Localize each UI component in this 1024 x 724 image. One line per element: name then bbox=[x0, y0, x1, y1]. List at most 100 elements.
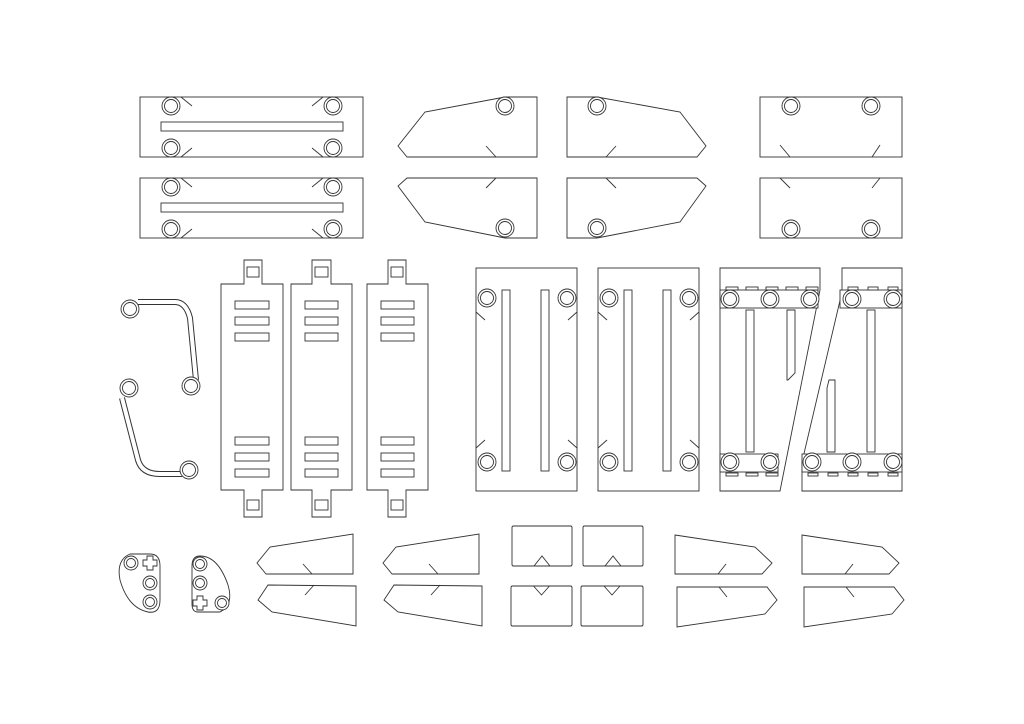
hole-inner bbox=[886, 292, 900, 306]
notched-panel-1 bbox=[511, 525, 573, 567]
hole-inner bbox=[805, 455, 819, 469]
vent-slot bbox=[234, 452, 270, 462]
wing-piece-3-top bbox=[674, 534, 773, 575]
slotted-bar-2 bbox=[139, 177, 364, 239]
vent-slot bbox=[304, 316, 339, 326]
part-outline bbox=[759, 96, 903, 158]
hole-inner bbox=[723, 292, 737, 306]
hole-inner bbox=[326, 141, 340, 155]
part-outline bbox=[801, 534, 900, 575]
notch-line bbox=[475, 311, 486, 321]
vent-slot bbox=[234, 436, 270, 446]
dash-slot bbox=[867, 472, 879, 477]
wing-piece-1-top bbox=[256, 533, 354, 575]
part-outline bbox=[382, 533, 480, 575]
vent-slot bbox=[234, 316, 270, 326]
notch-line bbox=[845, 586, 855, 598]
hole-inner bbox=[498, 99, 512, 113]
angled-piece-1 bbox=[397, 96, 538, 158]
part-outline bbox=[366, 259, 429, 518]
part-outline bbox=[220, 259, 284, 518]
hole-inner bbox=[602, 455, 616, 469]
vent-slot bbox=[380, 316, 415, 326]
vent-slot bbox=[234, 468, 270, 478]
hole-inner bbox=[480, 291, 494, 305]
slot bbox=[623, 289, 633, 472]
slot bbox=[501, 289, 511, 472]
vent-slot bbox=[304, 436, 339, 446]
notch-line bbox=[485, 177, 497, 189]
notch-line bbox=[567, 439, 578, 449]
hole-inner bbox=[480, 455, 494, 469]
notch-line bbox=[718, 586, 728, 598]
hole-inner bbox=[195, 578, 205, 588]
hole-inner bbox=[590, 221, 604, 235]
notch-line bbox=[597, 311, 608, 321]
notch-line bbox=[430, 584, 441, 596]
notch-line bbox=[311, 96, 324, 107]
vent-slot bbox=[234, 300, 270, 310]
tab-slot bbox=[246, 266, 260, 278]
notch-line bbox=[180, 228, 193, 239]
dash-slot bbox=[847, 286, 859, 291]
hole-inner bbox=[145, 597, 155, 607]
notch-line bbox=[475, 439, 486, 449]
hole-inner bbox=[217, 598, 227, 608]
bent-link-2 bbox=[191, 555, 231, 613]
notched-panel-4 bbox=[580, 585, 644, 627]
tab-slot bbox=[314, 499, 329, 511]
vent-slot bbox=[304, 332, 339, 342]
hole-inner bbox=[326, 180, 340, 194]
wing-piece-3-bottom bbox=[676, 586, 778, 628]
dash-slot bbox=[745, 286, 759, 291]
vent-slot bbox=[380, 300, 415, 310]
tab-slot bbox=[390, 266, 404, 278]
part-outline bbox=[759, 177, 903, 239]
notch-line bbox=[605, 145, 617, 158]
dash-slot bbox=[887, 472, 899, 477]
hole-inner bbox=[164, 180, 178, 194]
part-outline bbox=[397, 96, 538, 158]
tab-slot bbox=[390, 499, 404, 511]
hole-inner bbox=[195, 559, 205, 569]
angled-piece-2 bbox=[397, 177, 538, 239]
dash-slot bbox=[725, 472, 739, 477]
vent-slot bbox=[234, 332, 270, 342]
notched-panel-3 bbox=[510, 585, 573, 627]
notch-line bbox=[844, 563, 854, 575]
hole-inner bbox=[122, 381, 136, 395]
vent-slot bbox=[304, 468, 339, 478]
notch-line bbox=[567, 311, 578, 321]
cross-axle-hole bbox=[192, 595, 208, 611]
notch-line bbox=[597, 439, 608, 449]
hole-inner bbox=[682, 455, 696, 469]
dash-slot bbox=[827, 472, 839, 477]
notched-panel-2 bbox=[582, 525, 644, 567]
short-bar-2 bbox=[759, 177, 903, 239]
hole-inner bbox=[590, 99, 604, 113]
hole-inner bbox=[145, 578, 155, 588]
large-plate-2 bbox=[597, 267, 700, 492]
notch-line bbox=[180, 147, 193, 158]
triangle-notch bbox=[532, 585, 551, 596]
notch-line bbox=[302, 563, 313, 575]
part-outline bbox=[383, 584, 483, 627]
hole-inner bbox=[784, 99, 798, 113]
hole-inner bbox=[864, 99, 878, 113]
notch-line bbox=[779, 177, 791, 189]
part-outline bbox=[256, 533, 354, 575]
part-outline bbox=[397, 177, 538, 239]
dash-slot bbox=[807, 472, 819, 477]
wing-piece-4-bottom bbox=[803, 586, 905, 628]
notch-line bbox=[180, 177, 193, 188]
wing-piece-2-top bbox=[382, 533, 480, 575]
dash-slot bbox=[847, 472, 859, 477]
hole-inner bbox=[886, 455, 900, 469]
wing-piece-4-top bbox=[801, 534, 900, 575]
tab-slot bbox=[314, 266, 329, 278]
wedge-slot bbox=[786, 309, 796, 381]
notch-line bbox=[779, 144, 791, 158]
vented-plate-2 bbox=[290, 259, 353, 518]
dash-slot bbox=[785, 286, 799, 291]
hole-inner bbox=[845, 292, 859, 306]
